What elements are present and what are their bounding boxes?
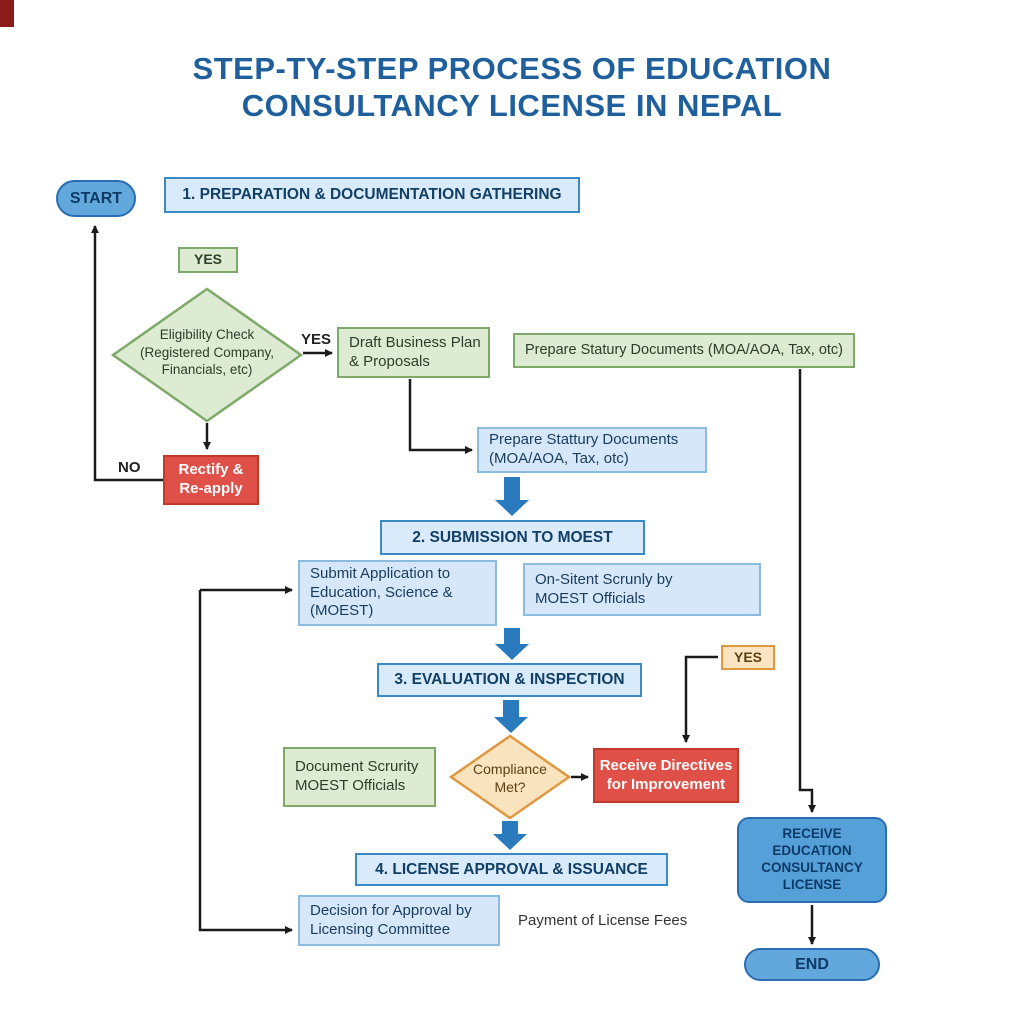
no-branch-label: NO xyxy=(118,459,141,476)
decision-approval-node: Decision for Approval by Licensing Commi… xyxy=(298,895,500,946)
diagram-title-line2: CONSULTANCY LICENSE IN NEPAL xyxy=(241,88,783,124)
block-arrow-to-step4 xyxy=(493,821,527,850)
onsite-scrutiny-node: On-Sitent Scrunly by MOEST Officials xyxy=(523,563,761,616)
yes-tag-top: YES xyxy=(178,247,238,273)
diagram-title: STEP-TY-STEP PROCESS OF EDUCATION CONSUL… xyxy=(0,50,1024,124)
draft-business-plan-node: Draft Business Plan & Proposals xyxy=(337,327,490,378)
corner-artifact xyxy=(0,0,14,27)
receive-license-node: RECEIVE EDUCATION CONSULTANCY LICENSE xyxy=(737,817,887,903)
end-node: END xyxy=(744,948,880,981)
yes-branch-label: YES xyxy=(301,331,332,348)
payment-fees-label: Payment of License Fees xyxy=(518,912,688,929)
compliance-diamond-shape xyxy=(448,734,572,820)
prepare-statutory-docs-green-node: Prepare Statury Documents (MOA/AOA, Tax,… xyxy=(513,333,855,368)
compliance-met-node: Compliance Met? xyxy=(473,761,547,796)
step2-header: 2. SUBMISSION TO MOEST xyxy=(380,520,645,555)
block-arrow-to-step3 xyxy=(495,628,529,660)
step4-header: 4. LICENSE APPROVAL & ISSUANCE xyxy=(355,853,668,886)
block-arrow-to-compliance xyxy=(494,700,528,733)
submit-application-node: Submit Application to Education, Science… xyxy=(298,560,497,626)
diagram-title-line1: STEP-TY-STEP PROCESS OF EDUCATION xyxy=(192,51,832,86)
edge-statutorydocs-to-license xyxy=(798,369,816,813)
rectify-reapply-node: Rectify & Re-apply xyxy=(163,455,259,505)
prepare-statutory-docs-blue-node: Prepare Stattury Documents (MOA/AOA, Tax… xyxy=(477,427,707,473)
yes-tag-right: YES xyxy=(721,645,775,670)
edge-rectify-to-start xyxy=(91,225,163,482)
step3-header: 3. EVALUATION & INSPECTION xyxy=(377,663,642,697)
edge-draftplan-to-preparedocs xyxy=(408,379,473,454)
edge-yes-to-directives xyxy=(682,655,718,743)
eligibility-check-node: Eligibility Check (Registered Company, F… xyxy=(139,327,275,378)
edge-loop-to-decision xyxy=(198,590,293,934)
start-node: START xyxy=(56,180,136,217)
block-arrow-to-step2 xyxy=(495,477,529,516)
document-scrutiny-node: Document Scrurity MOEST Officials xyxy=(283,747,436,807)
step1-header: 1. PREPARATION & DOCUMENTATION GATHERING xyxy=(164,177,580,213)
eligibility-diamond-shape xyxy=(110,287,304,423)
receive-directives-node: Receive Directives for Improvement xyxy=(593,748,739,803)
